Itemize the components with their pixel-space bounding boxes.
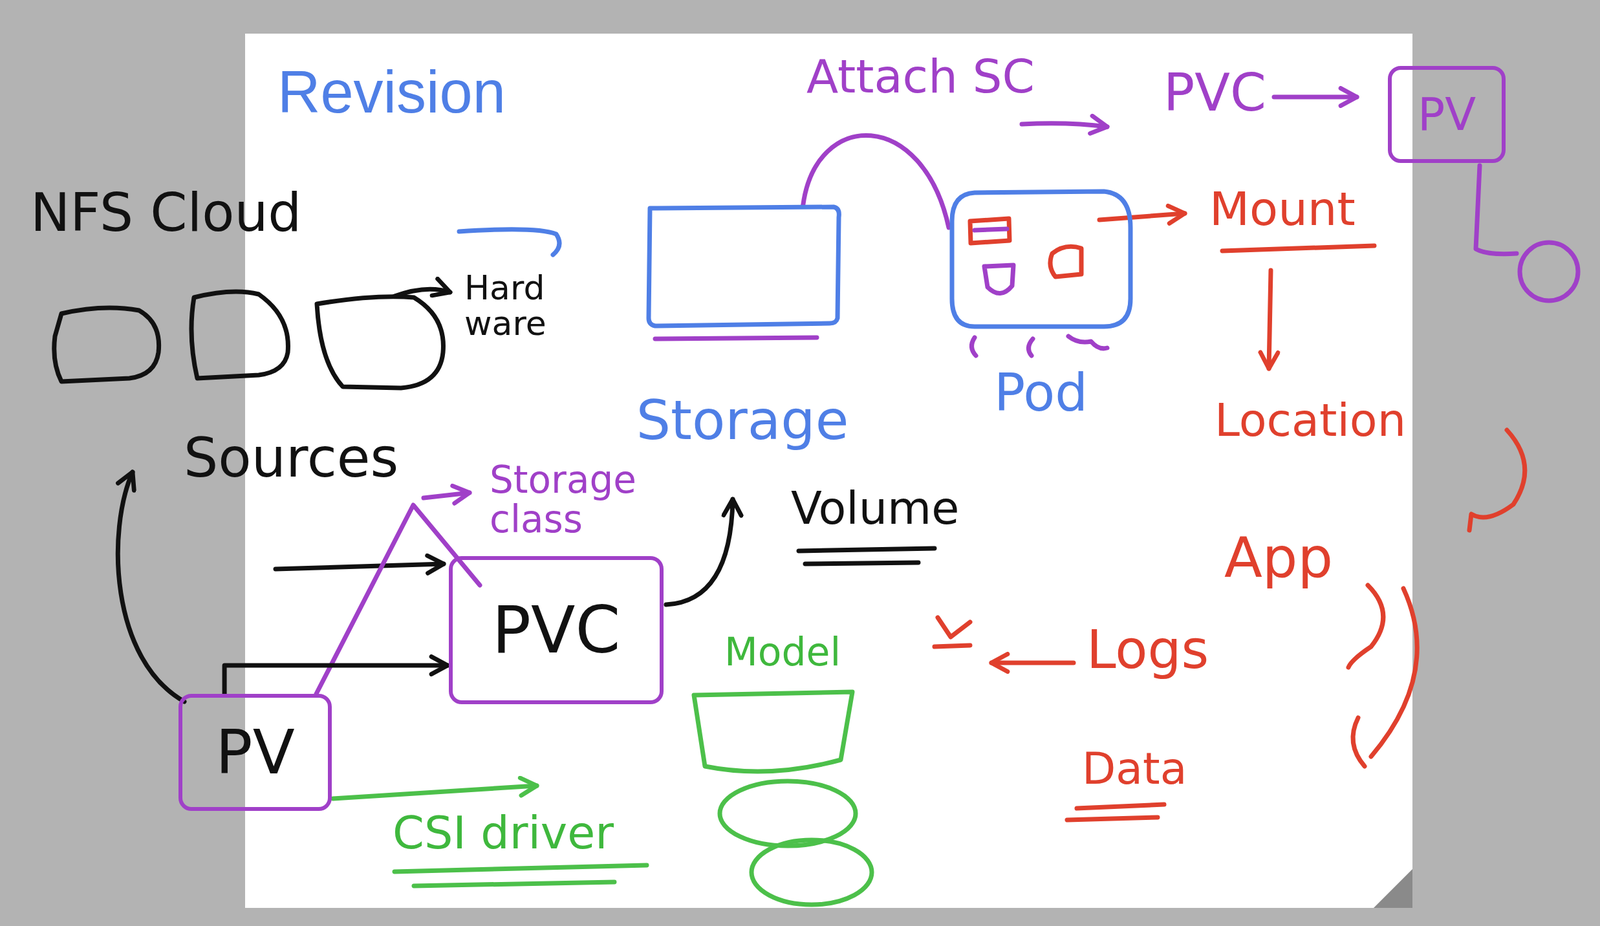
red-arrow bbox=[1099, 213, 1185, 220]
purple-arrow bbox=[1021, 123, 1108, 127]
node-text: Model bbox=[724, 630, 841, 674]
pod-leg bbox=[971, 337, 976, 356]
underline bbox=[394, 865, 647, 872]
node-text: Pod bbox=[994, 364, 1088, 422]
pod-outline bbox=[951, 191, 1131, 327]
handwritten-label: Attach SC bbox=[806, 51, 1035, 103]
curved-arrow bbox=[666, 499, 733, 605]
red-arrow bbox=[991, 660, 1074, 666]
red-bracket bbox=[1352, 717, 1365, 767]
pod-leg bbox=[1068, 336, 1108, 349]
title: Revision bbox=[277, 59, 506, 125]
connector bbox=[224, 665, 448, 694]
leader-arrow bbox=[394, 289, 451, 297]
label-anchor: Data bbox=[1081, 745, 1187, 794]
underline bbox=[805, 562, 919, 564]
handwritten-label: CSI driver bbox=[392, 808, 614, 859]
pod-figure: Pod bbox=[948, 188, 1134, 422]
volume-mount bbox=[974, 228, 1007, 231]
page-fold bbox=[1373, 869, 1413, 909]
cloud-disk bbox=[54, 307, 160, 382]
handwritten-label: Volume bbox=[790, 483, 960, 534]
curved-arrow bbox=[117, 472, 185, 702]
purple-circle bbox=[1519, 242, 1579, 301]
red-bracket bbox=[1371, 588, 1417, 757]
check-mark bbox=[937, 617, 971, 638]
rounded-box: PV bbox=[178, 693, 332, 811]
underline bbox=[798, 548, 935, 552]
purple-stroke bbox=[1475, 165, 1517, 255]
label-anchor: Hard ware bbox=[464, 270, 547, 341]
cloud-disk bbox=[316, 296, 444, 389]
label-anchor: Logs bbox=[1086, 620, 1209, 680]
handwritten-label: App bbox=[1224, 527, 1333, 589]
node-text: PV bbox=[1417, 89, 1476, 140]
red-arrow bbox=[1268, 270, 1271, 369]
label-anchor: Storage class bbox=[489, 460, 637, 540]
whiteboard bbox=[245, 33, 1413, 909]
handwritten-label: Logs bbox=[1086, 620, 1209, 680]
title-anchor: Revision bbox=[277, 59, 506, 125]
outline-strokes bbox=[693, 691, 872, 905]
container-cup bbox=[1050, 246, 1082, 277]
underline bbox=[413, 882, 615, 887]
purple-arrow bbox=[1274, 95, 1357, 100]
label-anchor: Mount bbox=[1209, 183, 1356, 235]
outline-strokes bbox=[951, 191, 1131, 356]
handwritten-label: Hard ware bbox=[464, 270, 547, 341]
label-anchor: Sources bbox=[183, 428, 399, 488]
node-text: Storage bbox=[636, 390, 850, 451]
label-anchor: Volume bbox=[790, 483, 960, 534]
underline bbox=[655, 337, 817, 339]
label-anchor: CSI driver bbox=[392, 808, 614, 859]
volume-mount bbox=[970, 218, 1010, 244]
node-text: PV bbox=[215, 718, 295, 787]
container-cup bbox=[984, 265, 1014, 294]
underline bbox=[1076, 804, 1165, 809]
purple-arrow bbox=[423, 492, 470, 498]
rounded-box: PV bbox=[1387, 65, 1506, 163]
rounded-box: PVC bbox=[448, 556, 664, 705]
check-mark bbox=[934, 645, 971, 647]
model-shape bbox=[751, 840, 872, 905]
handwritten-label: Mount bbox=[1209, 183, 1356, 235]
label-anchor: App bbox=[1224, 527, 1333, 589]
handwritten-label: PVC bbox=[1163, 64, 1267, 122]
label-anchor: Attach SC bbox=[806, 51, 1035, 103]
label-anchor: PVC bbox=[1163, 64, 1267, 122]
handwritten-label: Location bbox=[1214, 395, 1406, 446]
model-shape bbox=[719, 781, 856, 846]
connector bbox=[803, 135, 949, 228]
pod-leg bbox=[1028, 338, 1033, 356]
underline bbox=[1222, 245, 1375, 251]
outline-strokes bbox=[648, 206, 839, 339]
label-anchor: Location bbox=[1214, 395, 1406, 446]
red-scribble bbox=[1348, 585, 1384, 668]
fold-triangle bbox=[1373, 869, 1413, 909]
handwritten-label: Storage class bbox=[489, 460, 637, 540]
cloud-disk bbox=[191, 291, 288, 379]
line-arrow bbox=[275, 563, 444, 570]
handwritten-label: Data bbox=[1081, 745, 1187, 794]
label-anchor: NFS Cloud bbox=[30, 183, 302, 242]
node-text: PVC bbox=[492, 594, 621, 667]
handwritten-label: NFS Cloud bbox=[30, 183, 302, 242]
storage-rect bbox=[648, 206, 839, 326]
underline bbox=[1067, 817, 1158, 821]
model-figure: Model bbox=[685, 630, 880, 909]
hook-arrow bbox=[459, 229, 560, 255]
handwritten-label: Sources bbox=[183, 428, 399, 488]
model-shape bbox=[693, 691, 853, 772]
green-arrow bbox=[333, 785, 537, 799]
storage-figure: Storage bbox=[616, 204, 869, 451]
red-scribble bbox=[1469, 430, 1525, 531]
